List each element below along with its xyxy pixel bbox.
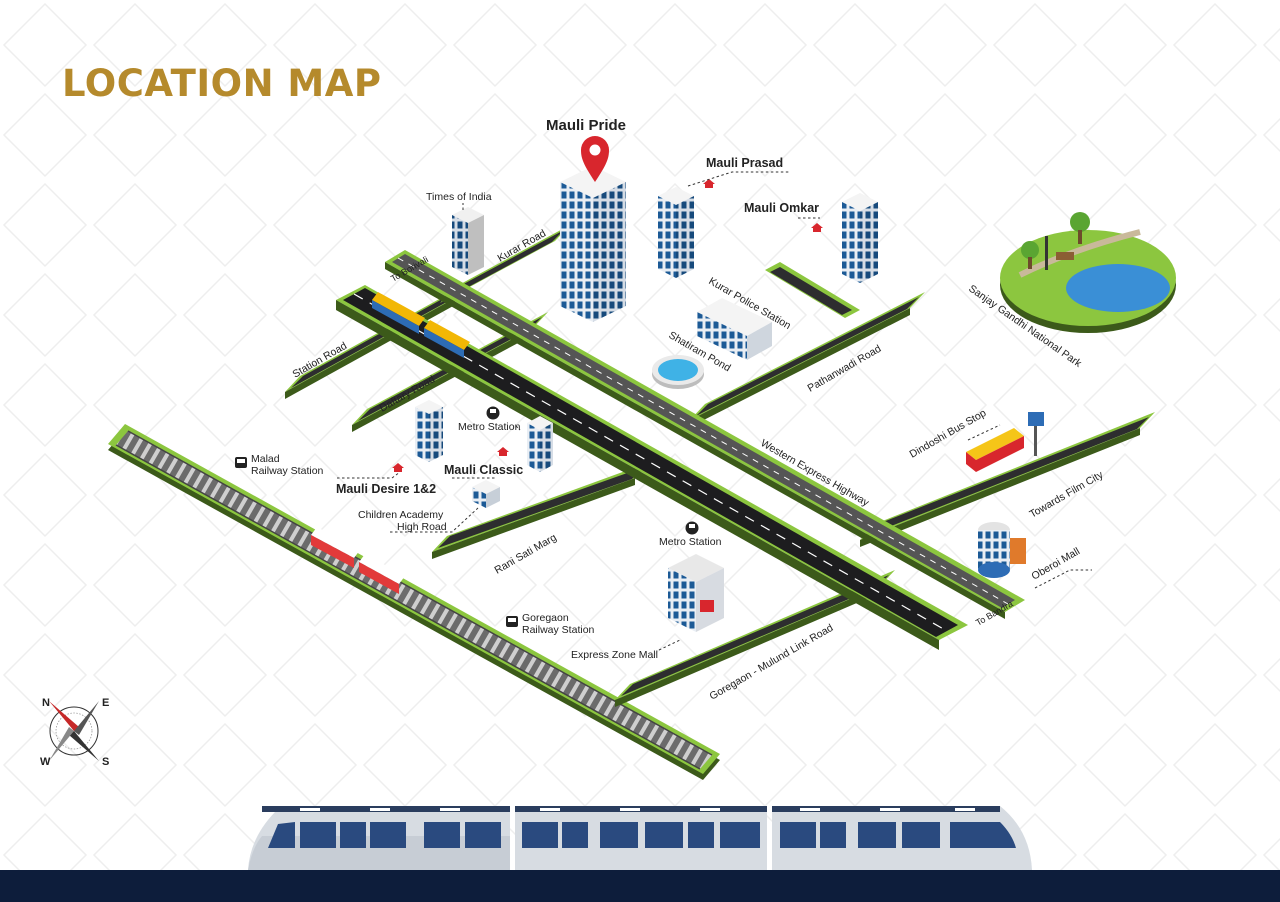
compass-w: W: [40, 756, 51, 768]
police-station-building: [697, 298, 772, 360]
mauli-pride-building: [560, 166, 626, 322]
mauli-pride-label: Mauli Pride: [546, 117, 626, 134]
metro-station-label-2: Metro Station: [659, 536, 722, 548]
mauli-classic-building: [527, 416, 553, 472]
metro-train-illustration: [248, 806, 1032, 870]
mauli-omkar-building: [842, 193, 878, 283]
metro-icon-2: [685, 521, 699, 535]
footer-bar: [0, 870, 1280, 902]
local-train-on-map: [311, 527, 405, 594]
oberoi-mall-label: Oberoi Mall: [1030, 545, 1082, 582]
malad-station-label: Malad Railway Station: [251, 453, 324, 477]
leader-lines: [337, 171, 1092, 651]
mauli-prasad-label: Mauli Prasad: [706, 156, 783, 170]
western-express-highway: [385, 250, 1025, 619]
film-city-road: [860, 412, 1155, 547]
metro-train-on-map: [372, 292, 470, 358]
times-of-india-label: Times of India: [426, 191, 492, 203]
house-markers: [392, 179, 823, 472]
metro-corridor: [336, 285, 968, 650]
shatiram-pond: [652, 355, 704, 389]
bus-icon: [966, 412, 1044, 472]
mauli-omkar-label: Mauli Omkar: [744, 201, 819, 215]
express-zone-mall-building: [668, 554, 724, 632]
oberoi-mall-building: [978, 522, 1026, 578]
national-park: [1000, 212, 1176, 333]
goregaon-station-label: Goregaon Railway Station: [522, 612, 595, 636]
train-icon-malad: [235, 457, 247, 468]
mauli-desire-building: [415, 400, 443, 462]
children-academy-building: [472, 480, 500, 508]
mauli-desire-label: Mauli Desire 1&2: [336, 482, 436, 496]
times-of-india-building: [452, 207, 484, 275]
metro-icon-1: [486, 406, 500, 420]
mauli-classic-label: Mauli Classic: [444, 463, 523, 477]
railway-line: [108, 424, 720, 780]
metro-station-label-1: Metro Station: [458, 421, 521, 433]
children-academy-label: Children Academy High Road: [358, 509, 447, 533]
page-title: LOCATION MAP: [62, 62, 382, 105]
mauli-prasad-building: [658, 187, 694, 278]
gmlr-road: [615, 570, 895, 707]
compass-s: S: [102, 756, 109, 768]
rani-sati-road: [432, 462, 650, 559]
compass-n: N: [42, 697, 50, 709]
compass-icon: N E S W: [40, 697, 109, 768]
train-icon-goregaon: [506, 616, 518, 627]
pathanwadi-road: [690, 262, 925, 427]
towards-film-city-label: Towards Film City: [1028, 468, 1106, 520]
location-pin-icon: [581, 136, 609, 182]
kurar-road: [440, 225, 570, 303]
express-zone-label: Express Zone Mall: [571, 649, 658, 661]
rani-sati-marg-label: Rani Sati Marg: [493, 531, 559, 576]
compass-e: E: [102, 697, 109, 709]
